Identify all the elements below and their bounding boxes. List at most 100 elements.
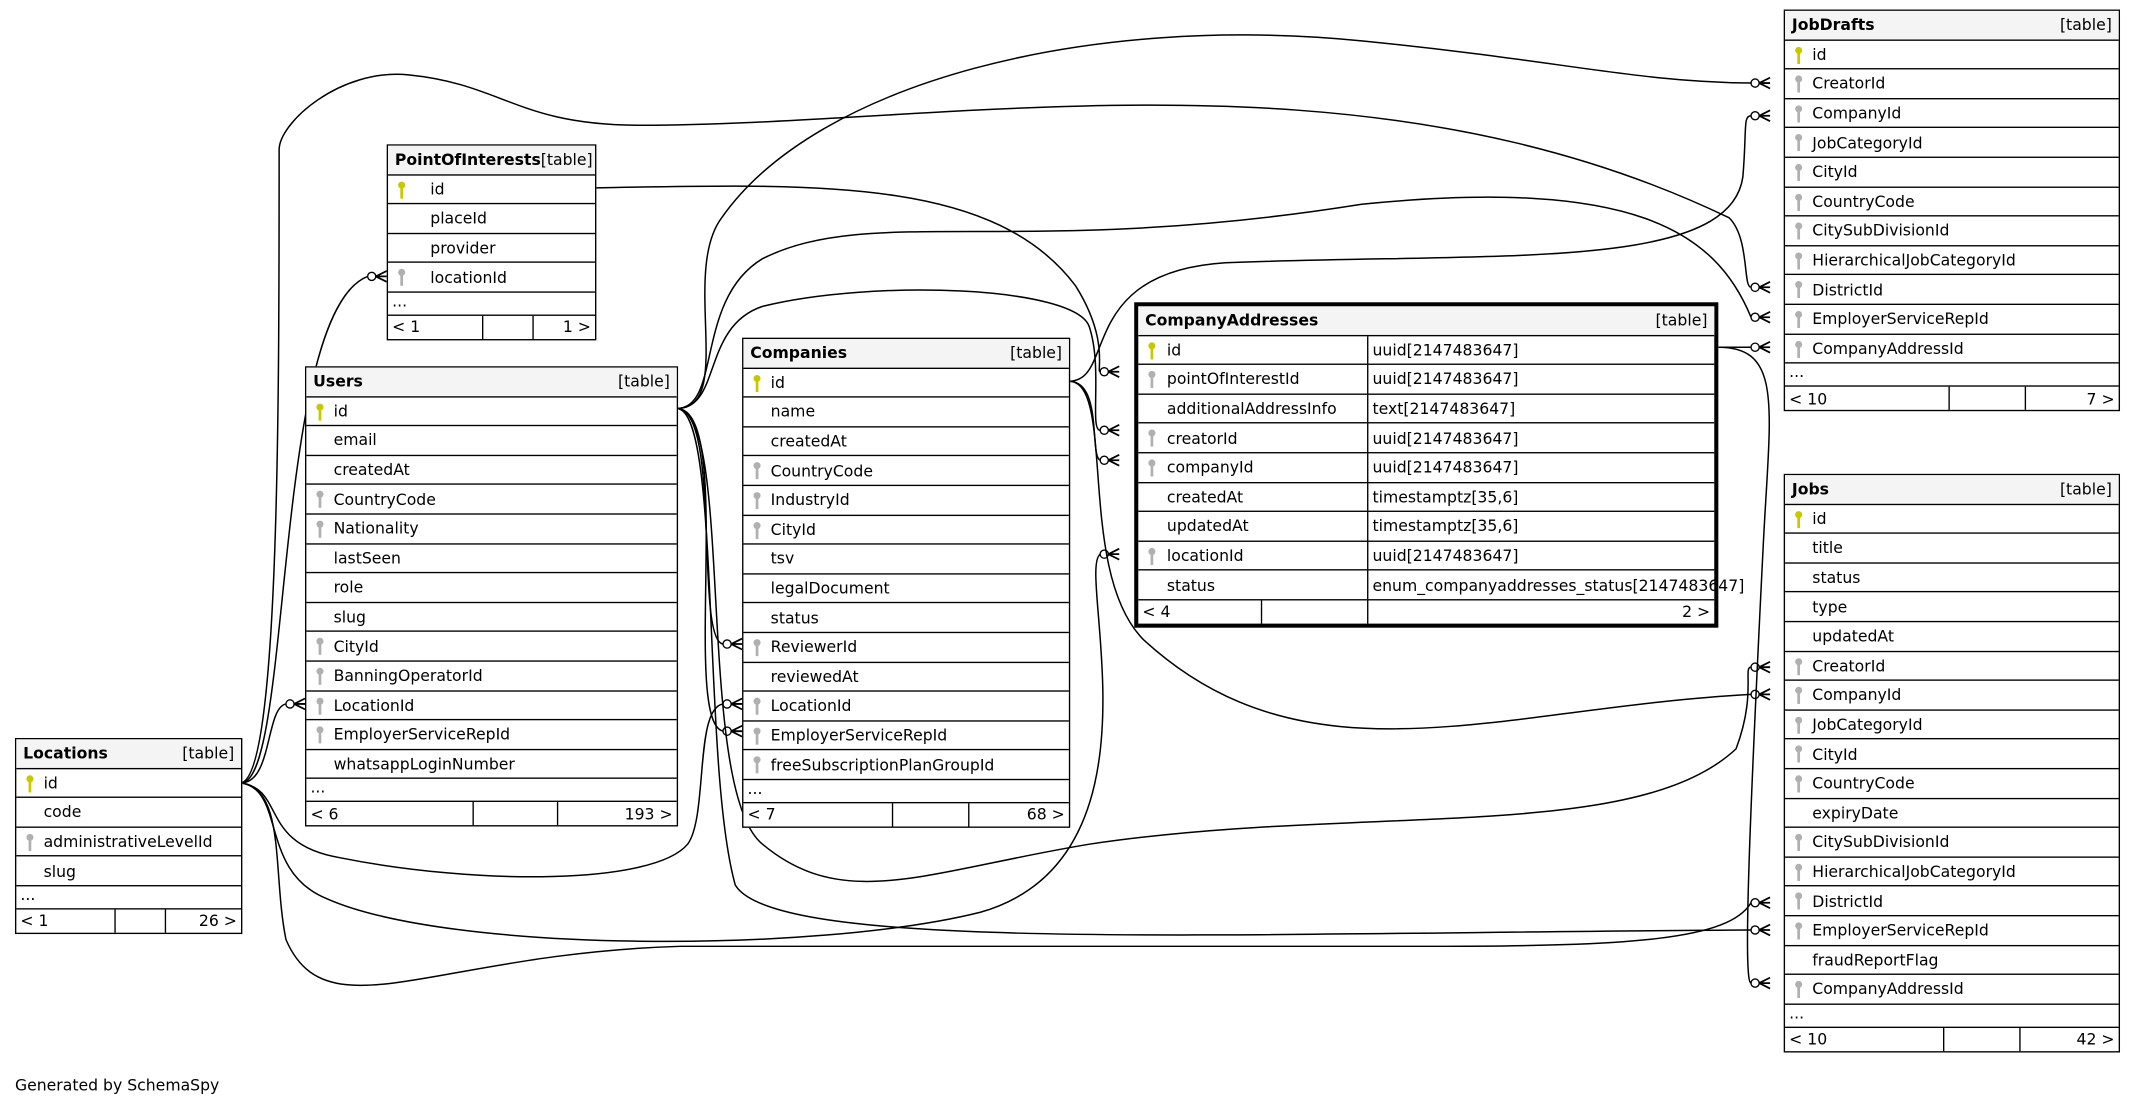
parent-count[interactable]: < 1 — [20, 911, 49, 931]
more-columns[interactable]: ... — [16, 886, 242, 910]
column-row[interactable]: status — [743, 604, 1069, 634]
column-row[interactable]: createdAt — [306, 456, 677, 486]
column-row[interactable]: slug — [306, 603, 677, 633]
table-header[interactable]: PointOfInterests[table] — [388, 145, 596, 176]
table-header[interactable]: JobDrafts[table] — [1785, 10, 2119, 41]
column-row[interactable]: CitySubDivisionId — [1785, 217, 2119, 247]
table-header[interactable]: Companies[table] — [743, 339, 1069, 369]
child-count[interactable]: 193 > — [624, 804, 673, 824]
child-count[interactable]: 42 > — [2076, 1029, 2115, 1049]
column-row[interactable]: LocationId — [743, 692, 1069, 722]
column-row[interactable]: CountryCode — [1785, 187, 2119, 217]
column-row[interactable]: CityId — [1785, 740, 2119, 770]
column-row[interactable]: CreatorId — [1785, 652, 2119, 682]
column-row[interactable]: placeId — [388, 204, 596, 234]
column-row[interactable]: id — [1785, 40, 2119, 70]
parent-count[interactable]: < 10 — [1789, 388, 1828, 408]
column-row[interactable]: legalDocument — [743, 574, 1069, 604]
column-row[interactable]: CitySubDivisionId — [1785, 828, 2119, 858]
column-row[interactable]: expiryDate — [1785, 799, 2119, 829]
column-row[interactable]: EmployerServiceRepId — [306, 720, 677, 750]
column-row[interactable]: EmployerServiceRepId — [1785, 916, 2119, 946]
more-columns[interactable]: ... — [388, 293, 596, 316]
child-count[interactable]: 2 > — [1682, 602, 1711, 622]
column-row[interactable]: id — [1785, 505, 2119, 535]
child-count[interactable]: 1 > — [562, 317, 591, 337]
column-row[interactable]: locationId — [388, 263, 596, 293]
column-row[interactable]: CityId — [743, 515, 1069, 545]
column-row[interactable]: CompanyAddressId — [1785, 975, 2119, 1005]
column-row[interactable]: id — [306, 397, 677, 427]
column-row[interactable]: email — [306, 426, 677, 456]
parent-count[interactable]: < 7 — [747, 805, 776, 825]
column-row[interactable]: CityId — [1785, 158, 2119, 188]
table-name[interactable]: Users — [313, 372, 363, 392]
parent-count[interactable]: < 4 — [1142, 602, 1171, 622]
column-row[interactable]: fraudReportFlag — [1785, 946, 2119, 976]
column-row[interactable]: DistrictId — [1785, 887, 2119, 917]
column-row[interactable]: EmployerServiceRepId — [1785, 305, 2119, 335]
column-row[interactable]: status — [1785, 563, 2119, 593]
column-row[interactable]: tsv — [743, 545, 1069, 575]
column-row[interactable]: DistrictId — [1785, 276, 2119, 305]
column-row[interactable]: role — [306, 573, 677, 603]
more-columns[interactable]: ... — [1785, 1004, 2119, 1028]
table-name[interactable]: CompanyAddresses — [1145, 310, 1319, 330]
table-name[interactable]: Companies — [750, 343, 848, 363]
parent-count[interactable]: < 6 — [310, 804, 339, 824]
child-count[interactable]: 26 > — [198, 911, 237, 931]
column-row[interactable]: CountryCode — [1785, 769, 2119, 799]
column-row[interactable]: CompanyId — [1785, 99, 2119, 129]
column-row[interactable]: slug — [16, 857, 242, 887]
column-row[interactable]: createdAt — [743, 427, 1069, 457]
table-name[interactable]: Locations — [23, 743, 108, 763]
table-header[interactable]: Jobs[table] — [1785, 475, 2119, 505]
column-row[interactable]: ReviewerId — [743, 633, 1069, 663]
column-row[interactable]: JobCategoryId — [1785, 129, 2119, 158]
table-name[interactable]: JobDrafts — [1791, 15, 1875, 35]
column-row[interactable]: whatsappLoginNumber — [306, 750, 677, 780]
column-row[interactable]: updatedAt — [1785, 622, 2119, 652]
column-row[interactable]: IndustryId — [743, 486, 1069, 516]
table-header[interactable]: CompanyAddresses[table] — [1138, 306, 1715, 336]
column-row[interactable]: lastSeen — [306, 544, 677, 574]
column-row[interactable]: CityId — [306, 632, 677, 662]
column-row[interactable]: name — [743, 398, 1069, 428]
column-row[interactable]: Nationality — [306, 515, 677, 545]
column-row[interactable]: title — [1785, 534, 2119, 564]
more-columns[interactable]: ... — [1785, 364, 2119, 387]
column-row[interactable]: CreatorId — [1785, 70, 2119, 100]
column-row[interactable]: id — [743, 368, 1069, 398]
child-count[interactable]: 7 > — [2086, 388, 2115, 408]
column-row[interactable]: freeSubscriptionPlanGroupId — [743, 751, 1069, 781]
table-header[interactable]: Users[table] — [306, 367, 677, 398]
parent-count[interactable]: < 10 — [1789, 1029, 1828, 1049]
table-name[interactable]: Jobs — [1791, 479, 1829, 499]
column-row[interactable]: administrativeLevelId — [16, 828, 242, 857]
column-row[interactable]: HierarchicalJobCategoryId — [1785, 857, 2119, 887]
parent-count[interactable]: < 1 — [392, 317, 421, 337]
column-row[interactable]: CompanyAddressId — [1785, 334, 2119, 364]
column-row[interactable]: CountryCode — [743, 457, 1069, 487]
column-row[interactable]: CountryCode — [306, 485, 677, 515]
column-row[interactable]: code — [16, 798, 242, 828]
column-row[interactable]: JobCategoryId — [1785, 710, 2119, 740]
more-columns[interactable]: ... — [743, 780, 1069, 804]
column-row[interactable]: EmployerServiceRepId — [743, 721, 1069, 751]
more-columns[interactable]: ... — [306, 779, 677, 803]
table-name[interactable]: PointOfInterests — [394, 150, 541, 170]
column-row[interactable]: id — [16, 769, 242, 799]
